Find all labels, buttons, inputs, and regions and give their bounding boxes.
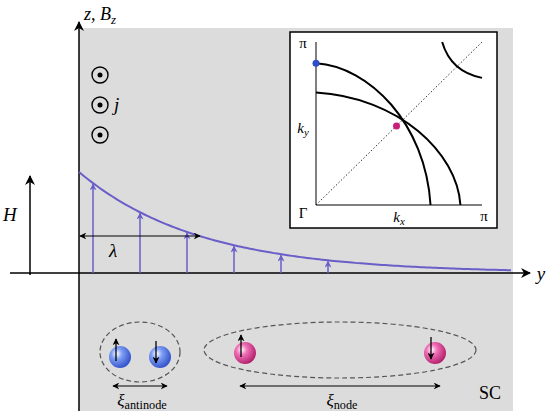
cooper-pair-outline — [204, 322, 476, 378]
node-point — [393, 122, 400, 129]
current-out-symbol — [92, 67, 108, 83]
inset-axis-label: kx — [393, 210, 404, 225]
current-out-symbol — [92, 127, 108, 143]
inset-box — [290, 32, 497, 228]
label-main: H⃗ — [3, 204, 32, 225]
field-vector — [186, 233, 188, 273]
penetration-depth-arrow — [80, 235, 200, 236]
electron-sphere — [149, 346, 171, 368]
label-main: k — [393, 209, 400, 225]
fermi-surface — [316, 93, 460, 205]
spin-arrow — [430, 337, 431, 359]
label-subscript: node — [334, 398, 358, 411]
cooper-pair-outline — [100, 322, 180, 382]
coherence-length-arrow — [240, 385, 440, 386]
penetration-depth-label: λ — [109, 241, 117, 260]
label-main: z, B — [84, 4, 111, 24]
label-main: y — [537, 263, 545, 284]
label-main: j⃗ — [114, 94, 134, 115]
inset-tick-label: π — [480, 209, 488, 224]
label-main: λ — [109, 240, 117, 261]
inset-tick-label: π — [299, 36, 307, 51]
electron-sphere — [234, 342, 256, 364]
current-out-dot — [98, 103, 103, 108]
superconductor-region — [79, 28, 513, 411]
label-main: ξ — [326, 391, 333, 410]
field-vector — [139, 213, 141, 273]
axis-label: z, Bz — [84, 5, 116, 23]
current-label: j⃗ — [114, 95, 134, 114]
inset-axis-label: ky — [297, 121, 308, 136]
y-axis — [10, 272, 530, 274]
label-subscript: antinode — [125, 398, 167, 411]
current-out-dot — [98, 133, 103, 138]
label-main: k — [297, 120, 304, 136]
inset-frame — [316, 42, 482, 205]
label-main: Γ — [299, 205, 308, 221]
fermi-surface — [316, 63, 431, 205]
spin-arrow — [115, 339, 116, 361]
coherence-length-label: ξnode — [326, 392, 357, 409]
label-subscript: y — [304, 126, 309, 138]
field-vector — [327, 261, 329, 273]
spin-arrow — [155, 341, 156, 363]
label-main: SC — [479, 383, 501, 403]
axis-label: y — [537, 264, 545, 283]
label-main: ξ — [117, 391, 124, 410]
material-label: SC — [479, 384, 501, 402]
coherence-length-label: ξantinode — [117, 392, 166, 409]
label-main: π — [480, 208, 488, 224]
field-label: H⃗ — [3, 205, 32, 224]
inset-diagonal — [316, 42, 482, 205]
z-axis — [78, 22, 80, 411]
field-arrow — [29, 176, 31, 275]
fermi-surface — [442, 42, 482, 78]
field-vector — [92, 184, 94, 273]
inset-tick-label: Γ — [299, 206, 308, 221]
electron-sphere — [424, 342, 446, 364]
label-main: π — [299, 35, 307, 51]
field-vector — [280, 255, 282, 273]
field-vector — [233, 246, 235, 273]
label-subscript: x — [400, 215, 405, 227]
current-out-dot — [98, 73, 103, 78]
current-out-symbol — [92, 97, 108, 113]
label-subscript: z — [111, 12, 116, 27]
coherence-length-arrow — [113, 385, 167, 386]
electron-sphere — [109, 346, 131, 368]
antinode-point — [313, 60, 320, 67]
spin-arrow — [240, 335, 241, 357]
